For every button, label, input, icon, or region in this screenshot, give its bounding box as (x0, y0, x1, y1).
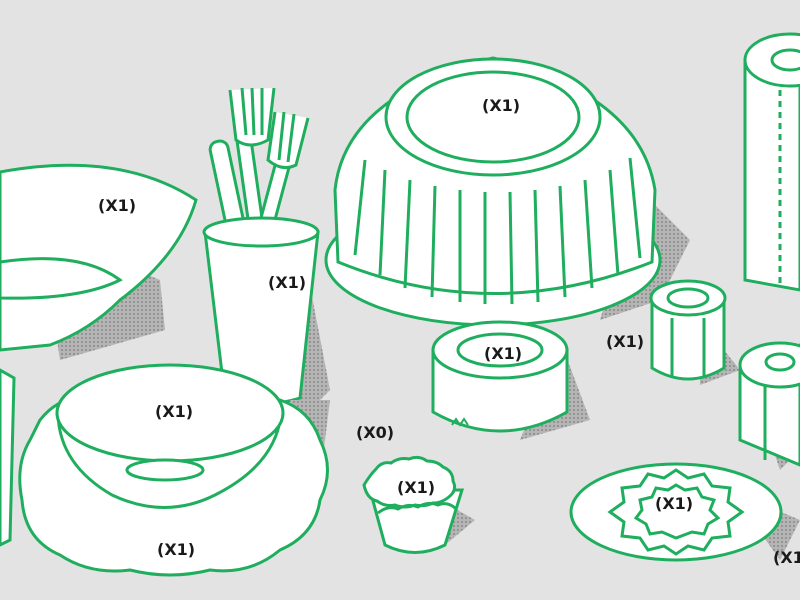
cup-with-forks (202, 87, 330, 420)
paper-towel-roll (743, 32, 800, 292)
tape-roll-quantity-label: (X1) (484, 344, 523, 363)
cake-dome (324, 56, 690, 327)
zero-count-label: (X0) (356, 423, 395, 442)
cupcake-liner (362, 455, 475, 554)
edge-item-quantity-label: (X1 (773, 548, 800, 567)
cupcake-liner-quantity-label: (X1) (397, 478, 436, 497)
wavy-plate-quantity-label: (X1) (157, 540, 196, 559)
small-roll-quantity-label: (X1) (606, 332, 645, 351)
cup-with-forks-quantity-label: (X1) (268, 273, 307, 292)
small-roll-upright (649, 279, 740, 385)
edge-cup (0, 368, 16, 547)
salad-bowl-quantity-label: (X1) (98, 196, 137, 215)
tape-roll (431, 320, 590, 440)
doily-plate-quantity-label: (X1) (655, 494, 694, 513)
cake-dome-quantity-label: (X1) (482, 96, 521, 115)
doily-plate (569, 462, 800, 562)
toilet-paper-roll (738, 341, 800, 470)
soup-bowl-quantity-label: (X1) (155, 402, 194, 421)
salad-bowl (0, 163, 198, 360)
wavy-plate-and-bowl (18, 363, 330, 577)
